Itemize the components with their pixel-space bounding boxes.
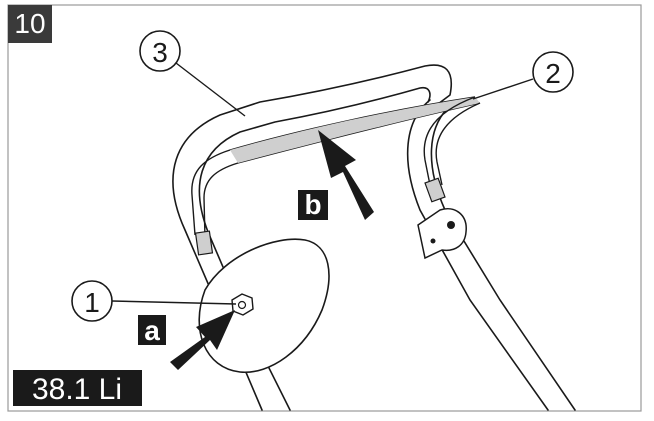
action-b: b (298, 130, 374, 220)
callout-1-label: 1 (84, 287, 100, 318)
callout-2: 2 (472, 51, 574, 100)
left-knob-cover (198, 238, 330, 373)
model-name: 38.1 Li (32, 373, 122, 406)
right-hinge-knob (417, 208, 467, 260)
model-badge: 38.1 Li (13, 370, 142, 406)
push-arrow-icon (170, 310, 235, 370)
callout-3-label: 3 (152, 37, 168, 68)
step-number: 10 (14, 8, 45, 39)
control-bar (191, 96, 481, 256)
action-a-label: a (144, 315, 160, 346)
callout-2-label: 2 (545, 58, 561, 89)
action-a: a (138, 310, 235, 370)
callout-1: 1 (71, 280, 237, 322)
handle-bar-outer (172, 64, 452, 411)
callout-3: 3 (139, 30, 246, 117)
action-b-label: b (304, 189, 321, 220)
pull-arrow-icon (318, 130, 374, 220)
step-number-badge: 10 (8, 5, 52, 43)
